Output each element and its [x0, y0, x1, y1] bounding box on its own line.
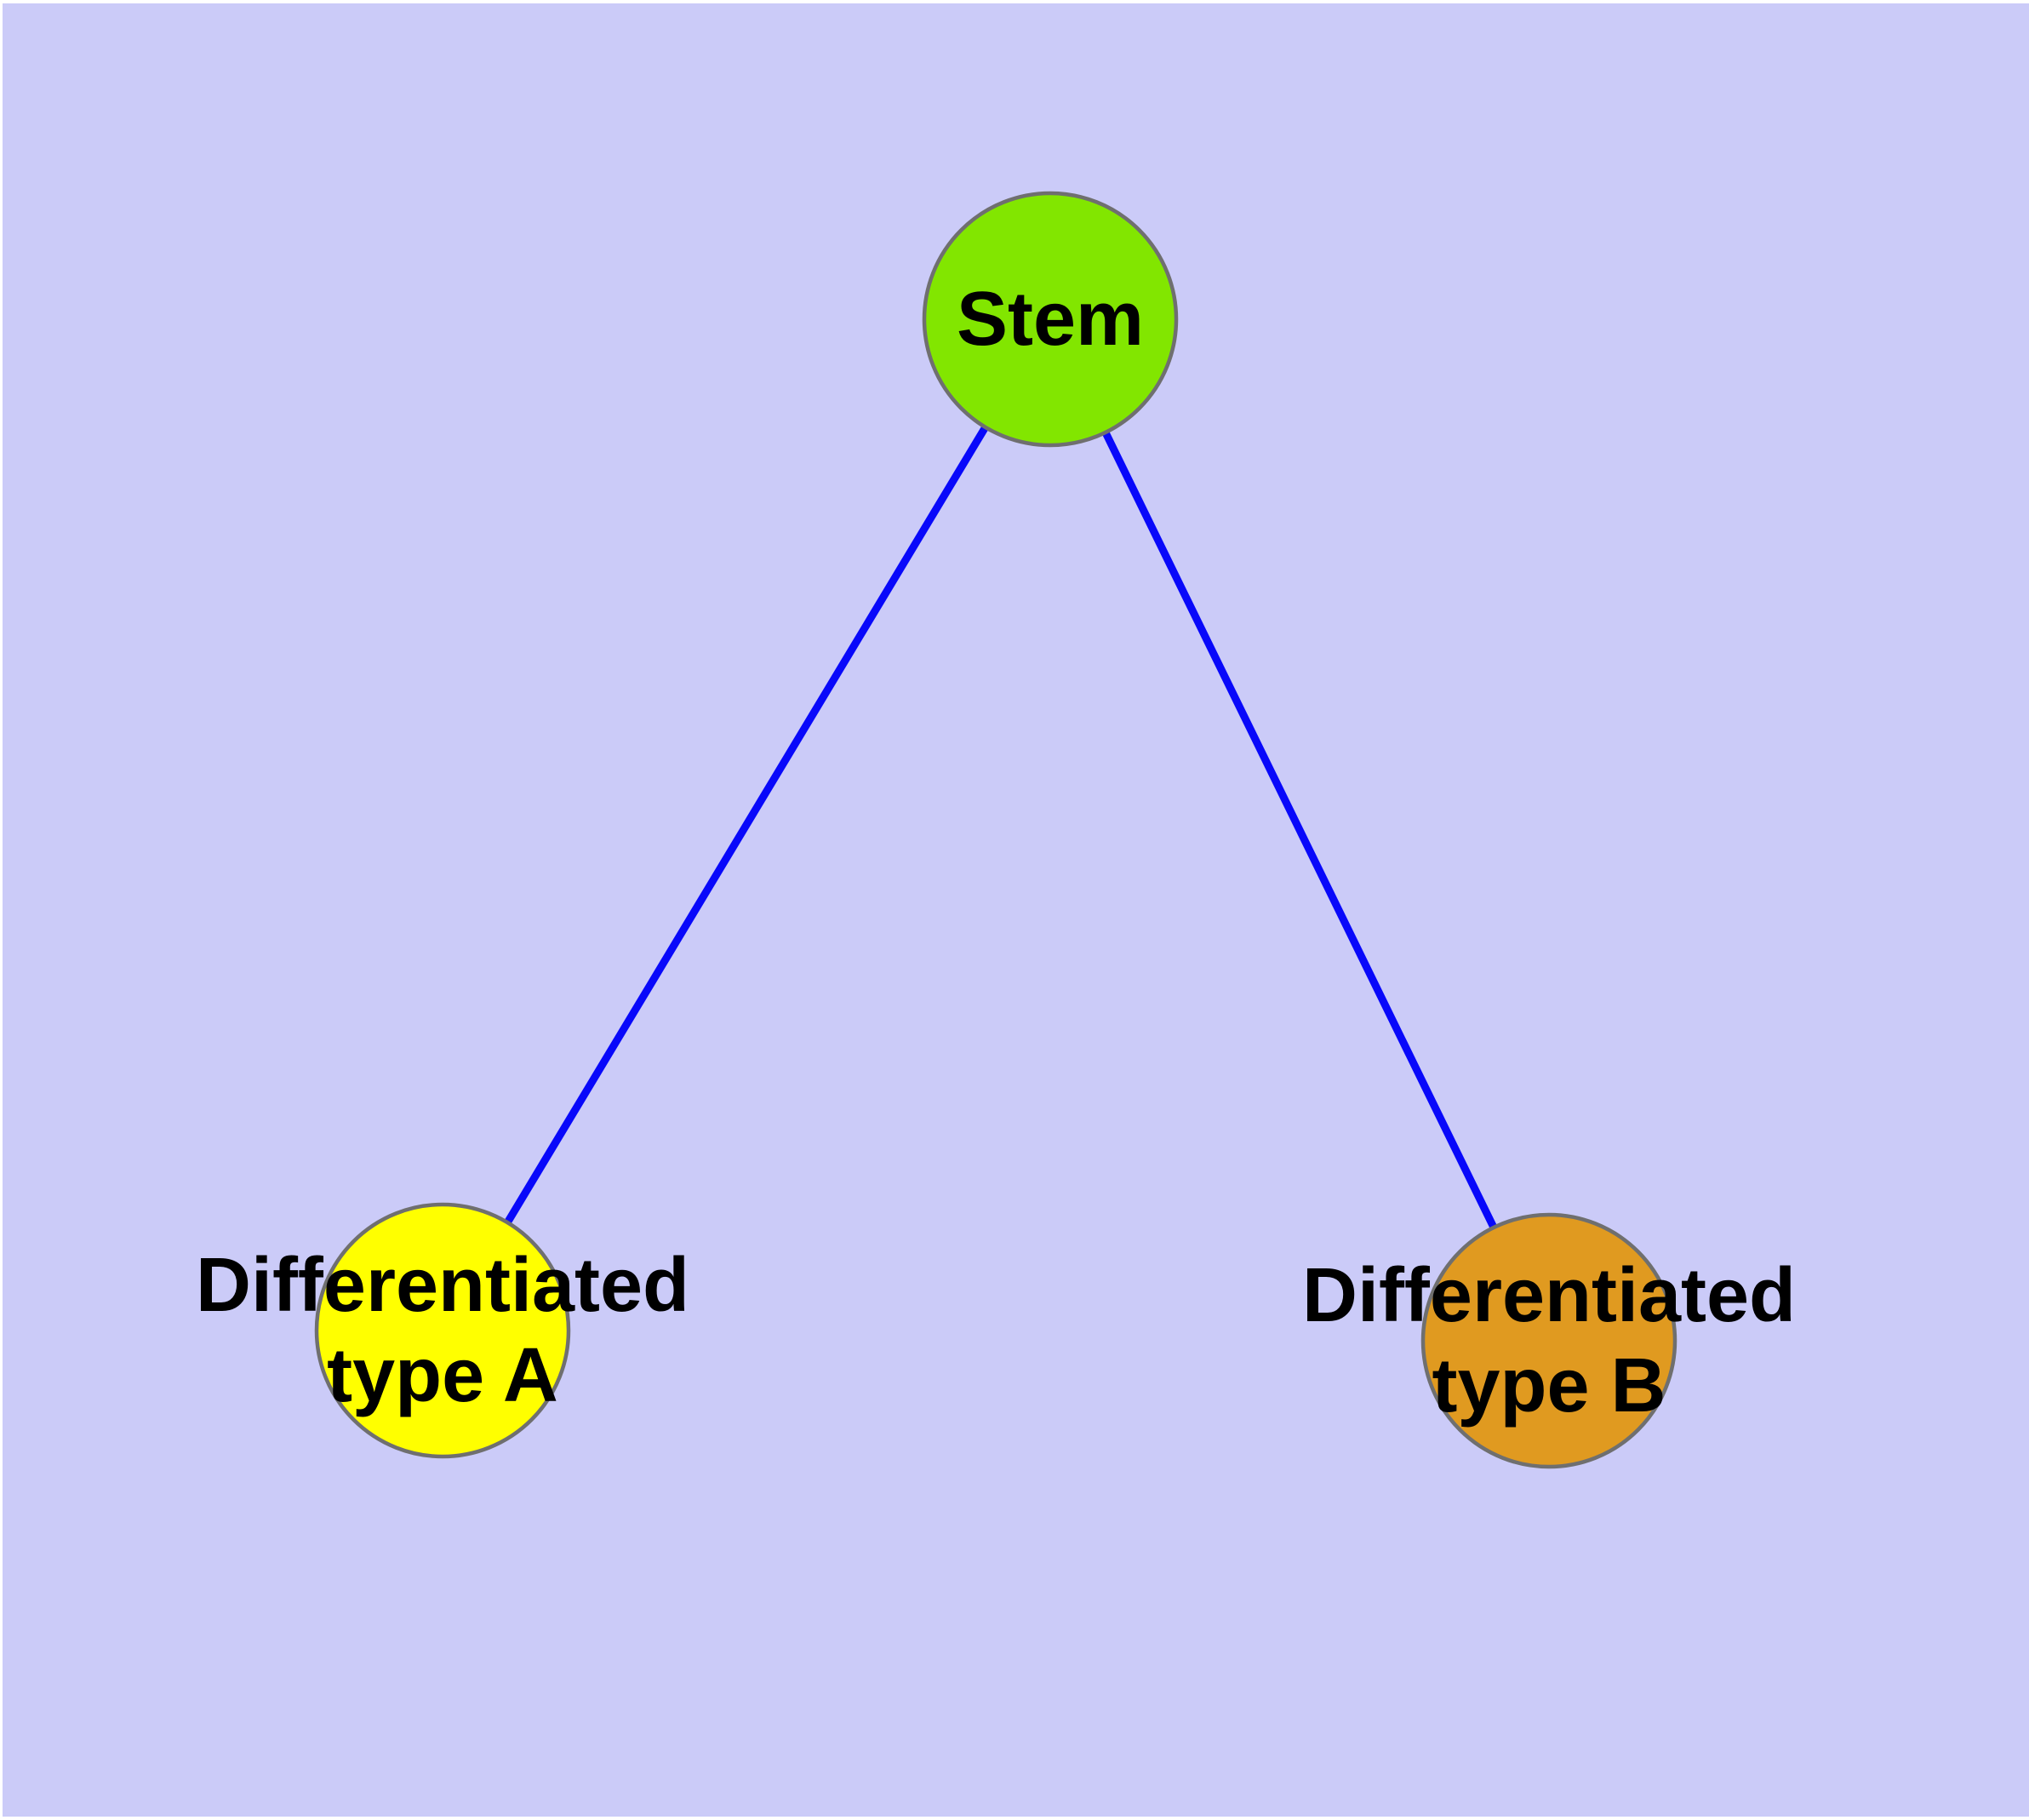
node-type-a-label-line1: Differentiated: [196, 1243, 689, 1328]
node-stem-label: Stem: [957, 277, 1144, 362]
node-type-b-label-line2: type B: [1432, 1343, 1666, 1428]
node-differentiated-type-a: [314, 1202, 571, 1459]
edge-stem-to-type-b: [1046, 318, 1553, 1342]
edge-stem-to-type-a: [439, 317, 1054, 1333]
node-type-a-label-line2: type A: [327, 1333, 558, 1418]
node-type-b-label-line1: Differentiated: [1302, 1253, 1796, 1338]
node-differentiated-type-b: [1420, 1212, 1677, 1469]
node-stem: [922, 191, 1179, 448]
